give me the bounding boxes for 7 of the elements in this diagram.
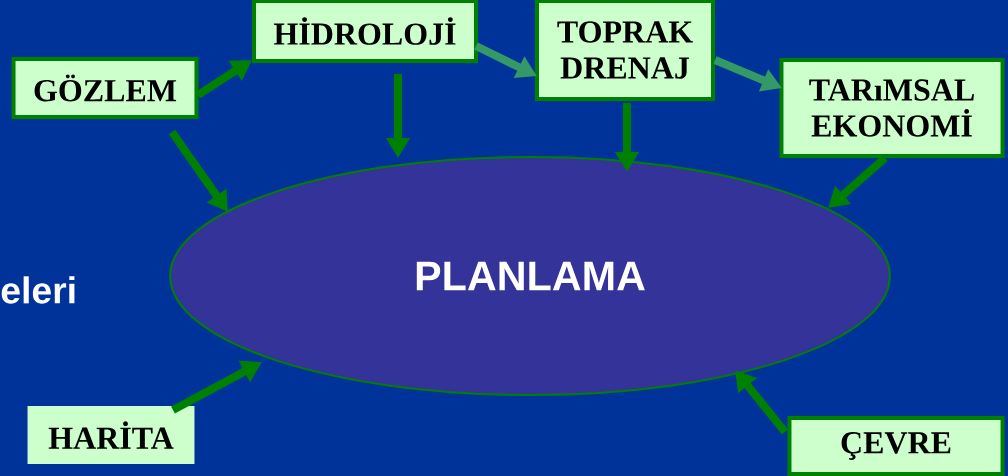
topic-box: ÇEVRE (787, 416, 1005, 476)
topic-box: TOPRAK DRENAJ (535, 0, 715, 101)
topic-box: HARİTA (27, 406, 195, 464)
topic-box: HİDROLOJİ (252, 0, 478, 63)
topic-box: TARıMSAL EKONOMİ (779, 58, 1005, 158)
heading-fragment: eleri (1, 276, 75, 304)
topic-box: GÖZLEM (11, 57, 199, 119)
